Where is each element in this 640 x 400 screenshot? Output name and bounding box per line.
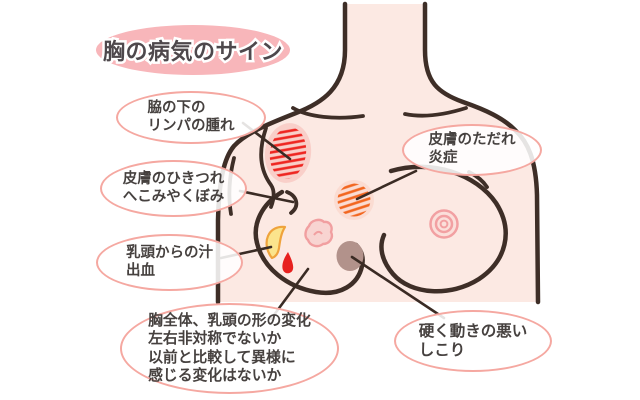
label-line: リンパの腫れ bbox=[147, 117, 235, 134]
discharge-drop-icon bbox=[265, 225, 287, 260]
label-armpit-lymph-swelling: 脇の下の リンパの腫れ bbox=[116, 91, 266, 144]
label-line: 皮膚のただれ bbox=[428, 132, 516, 149]
label-nipple-discharge: 乳頭からの汁 出血 bbox=[96, 234, 243, 291]
page-title: 胸の病気のサイン bbox=[102, 40, 283, 65]
connector-shikori bbox=[350, 255, 446, 320]
armpit-lymph-hatch-mark bbox=[264, 123, 312, 183]
page-title-outline: 胸の病気のサイン bbox=[100, 38, 285, 68]
inflammation-hatch-mark bbox=[334, 180, 374, 220]
label-line: 胸全体、乳頭の形の変化 bbox=[148, 312, 311, 330]
left-collarbone-line bbox=[291, 106, 365, 120]
label-line: 感じる変化はないか bbox=[148, 366, 282, 384]
label-skin-sore-inflammation: 皮膚のただれ 炎症 bbox=[402, 124, 542, 176]
label-line: 左右非対称でないか bbox=[148, 330, 282, 348]
connector-hikitsure bbox=[238, 189, 295, 204]
connector-tadare bbox=[355, 169, 418, 201]
label-hard-lump: 硬く動きの悪い しこり bbox=[394, 310, 552, 372]
label-line: 皮膚のひきつれ bbox=[122, 170, 225, 187]
label-line: しこり bbox=[418, 341, 466, 359]
label-line: 脇の下の bbox=[147, 99, 206, 116]
right-collarbone-line bbox=[403, 106, 468, 118]
blood-drop-icon bbox=[282, 252, 294, 274]
title-badge: 胸の病気のサイン 胸の病気のサイン bbox=[96, 25, 290, 75]
label-line: 出血 bbox=[126, 262, 155, 279]
label-skin-puckering: 皮膚のひきつれ へこみやくぼみ bbox=[100, 160, 247, 217]
label-line: 硬く動きの悪い bbox=[418, 322, 528, 341]
skin-dimple-hook-mark bbox=[285, 190, 299, 215]
label-line: へこみやくぼみ bbox=[122, 188, 225, 205]
label-breast-shape-change: 胸全体、乳頭の形の変化 左右非対称でないか 以前と比較して異様に 感じる変化はな… bbox=[120, 303, 339, 394]
label-line: 炎症 bbox=[428, 150, 458, 166]
normal-nipple bbox=[429, 209, 459, 239]
label-line: 乳頭からの汁 bbox=[126, 244, 213, 261]
lump-mark bbox=[336, 241, 364, 271]
label-line: 以前と比較して異様に bbox=[148, 348, 296, 366]
deformed-nipple-mark bbox=[304, 218, 334, 248]
